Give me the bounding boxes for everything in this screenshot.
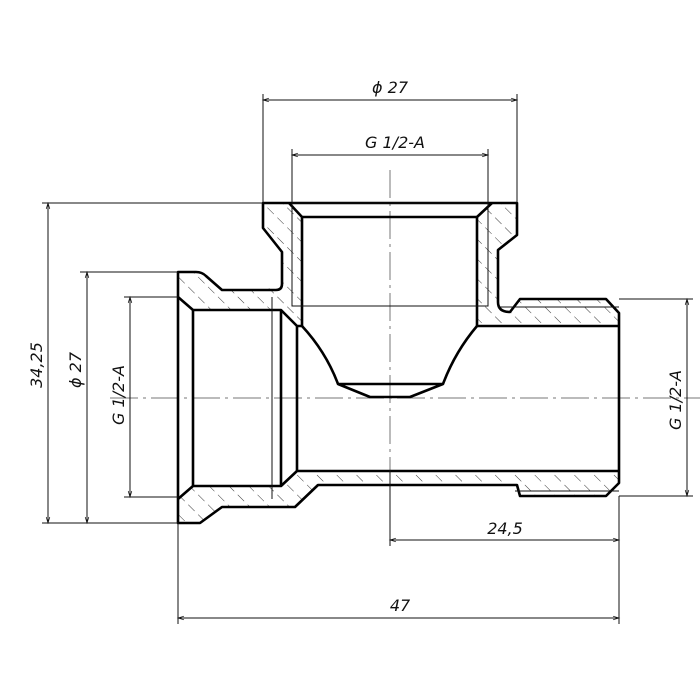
dim-text-branch-offset: 24,5	[487, 519, 523, 538]
dim-text-top-thread: G 1/2-A	[365, 133, 425, 152]
dim-text-height: 34,25	[27, 342, 46, 388]
outer-contour	[176, 201, 621, 525]
branch-intersection-curve	[301, 325, 478, 399]
branch-thread-line	[291, 202, 489, 307]
dim-text-right-thread: G 1/2-A	[666, 370, 685, 430]
bore-interior	[178, 203, 619, 499]
dim-text-overall-length: 47	[390, 596, 411, 615]
dim-text-left-diameter: ϕ 27	[66, 351, 85, 388]
extension-lines	[42, 94, 693, 624]
dim-text-left-thread: G 1/2-A	[109, 365, 128, 425]
dim-text-top-diameter: ϕ 27	[372, 78, 409, 97]
